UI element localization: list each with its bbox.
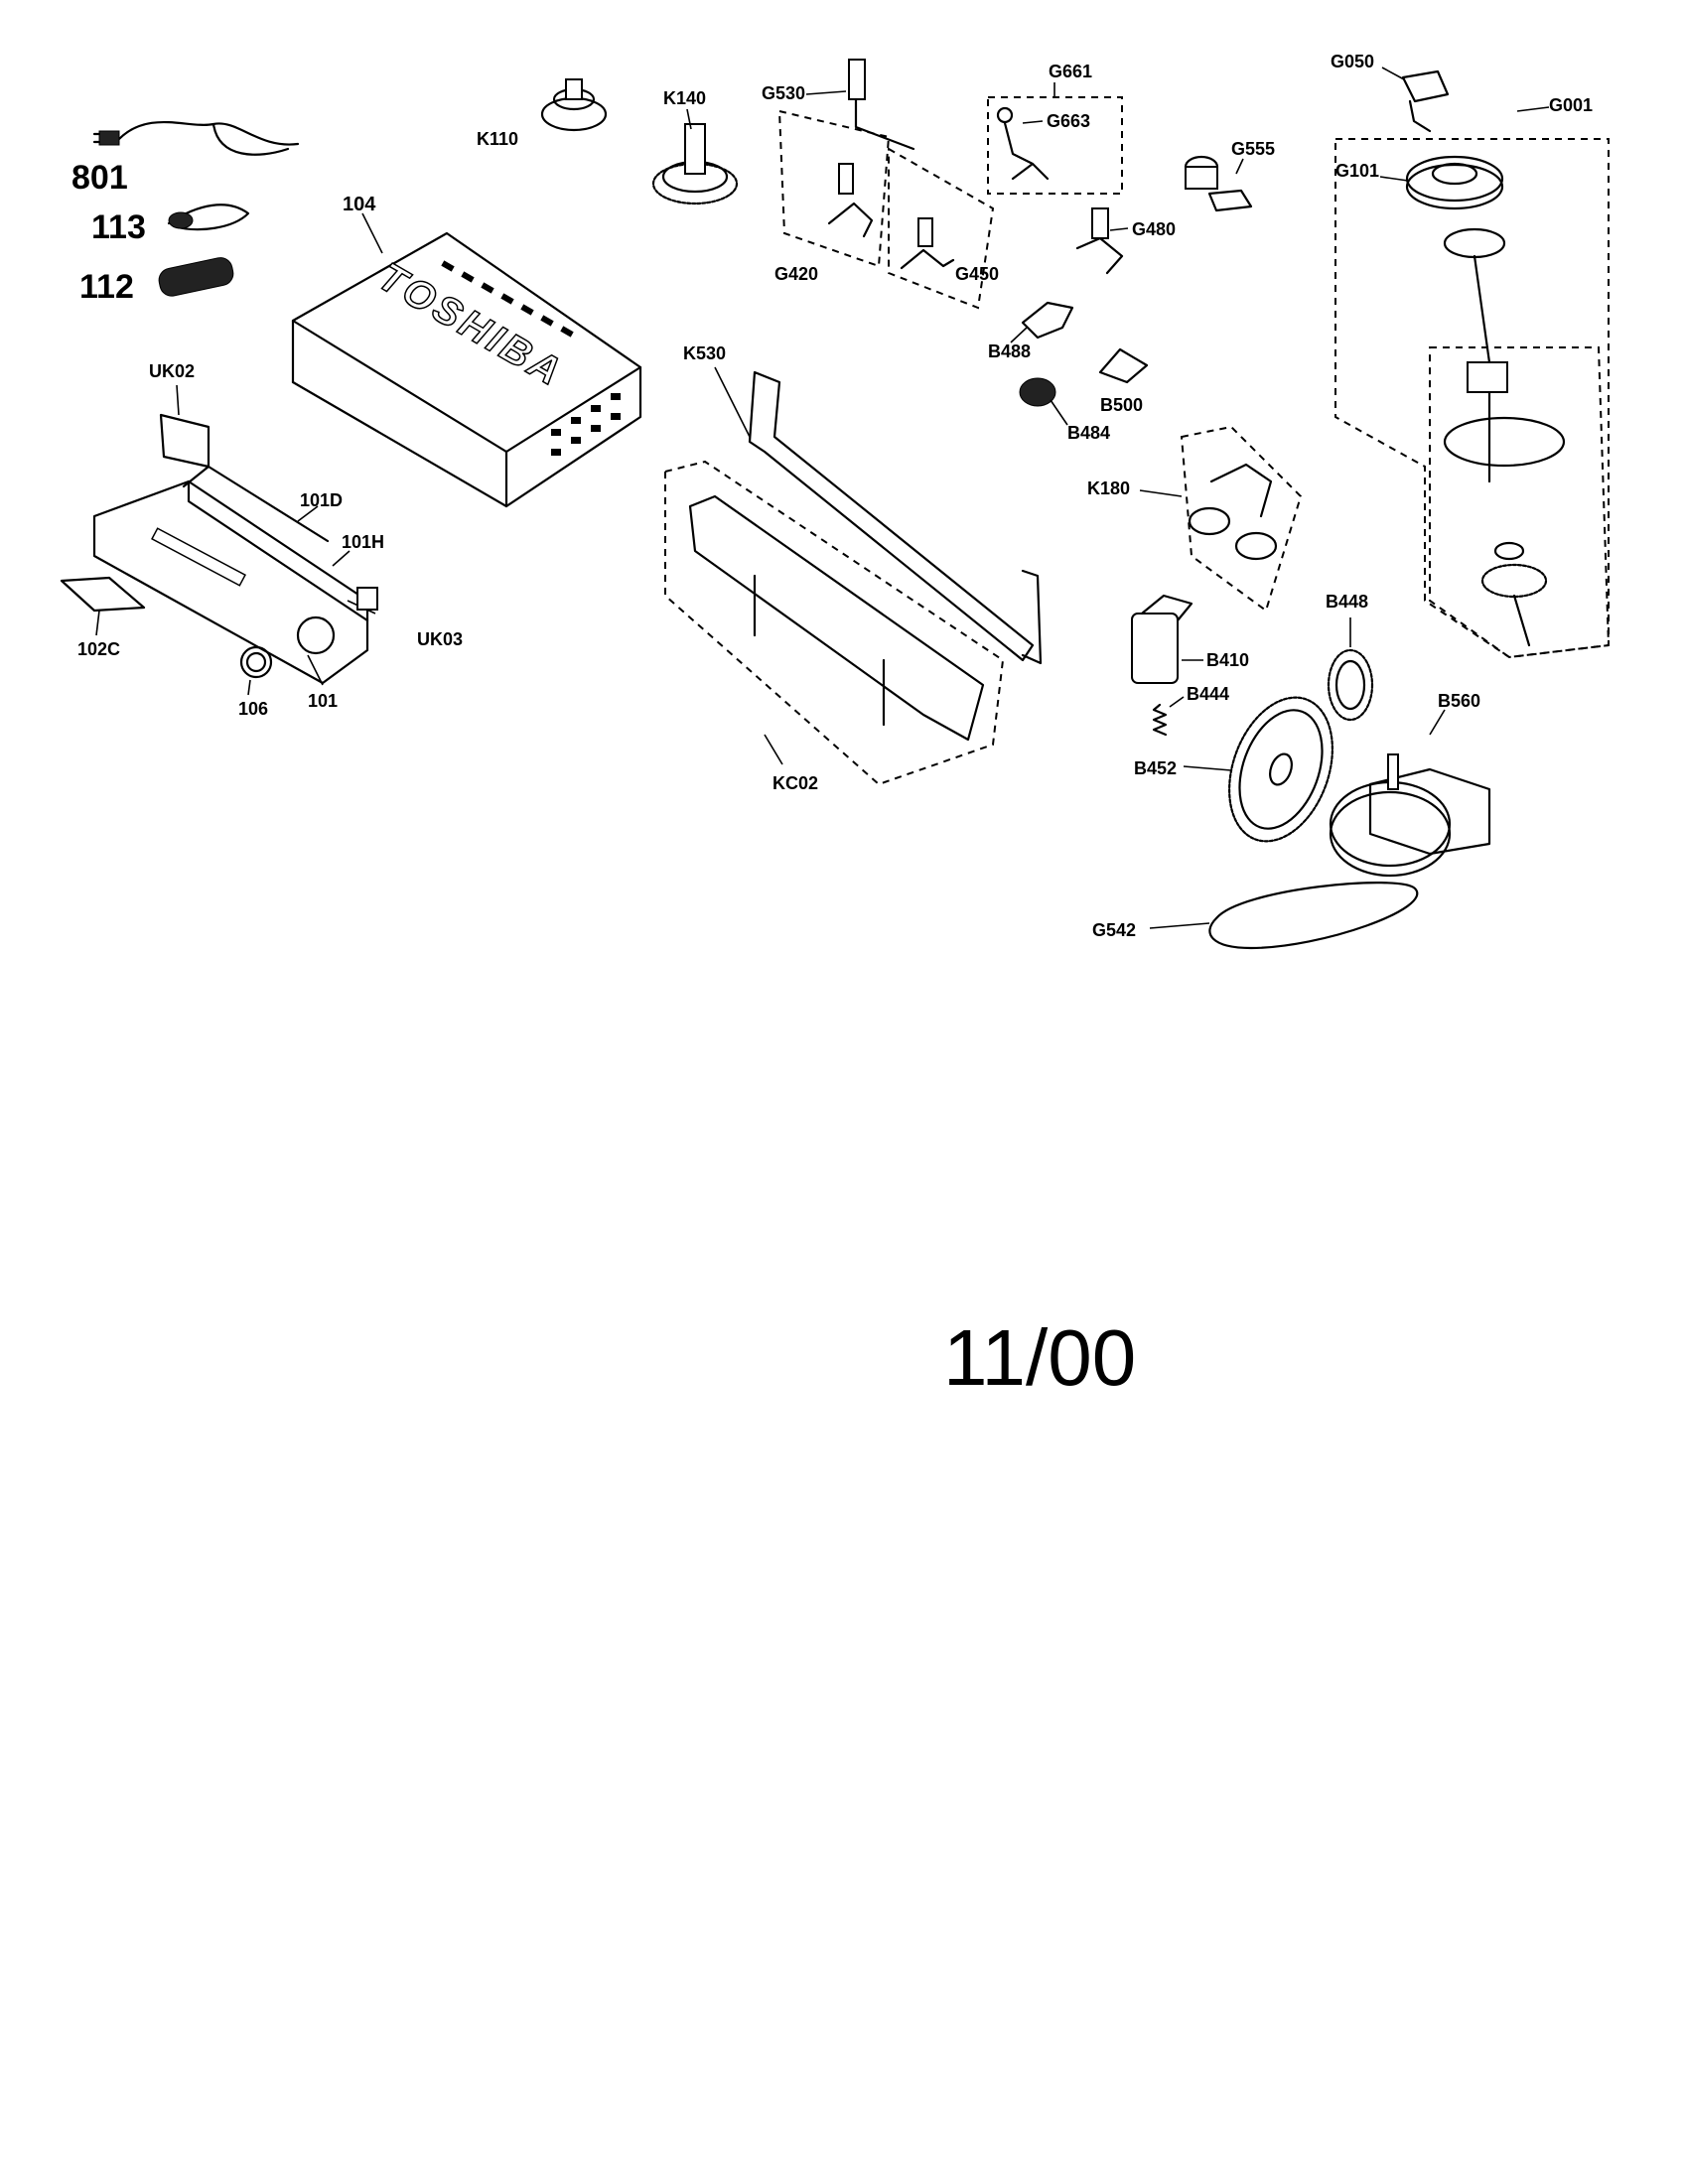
label-b500: B500 [1100, 395, 1143, 415]
spring-b444 [1152, 703, 1168, 737]
label-g450: G450 [955, 264, 999, 284]
board-uk03 [356, 587, 378, 611]
guide-assembly-g661 [987, 96, 1123, 195]
lever-b488 [1021, 301, 1074, 340]
label-b488: B488 [988, 341, 1031, 361]
label-g001: G001 [1549, 95, 1593, 115]
label-g661: G661 [1049, 62, 1092, 81]
head-assembly-group-g420-g450 [777, 59, 995, 310]
label-106: 106 [238, 699, 268, 719]
guide-g480 [1075, 207, 1124, 275]
capstan-motor-b560 [1329, 753, 1491, 878]
label-k110: K110 [477, 129, 518, 149]
label-k530: K530 [683, 343, 726, 363]
reel-assembly-k180 [1180, 425, 1303, 613]
label-b448: B448 [1326, 592, 1368, 612]
frame-kc02 [664, 460, 1005, 786]
label-b452: B452 [1134, 758, 1177, 778]
label-b444: B444 [1187, 684, 1229, 704]
label-101d: 101D [300, 490, 343, 510]
label-b410: B410 [1206, 650, 1249, 670]
label-101: 101 [308, 691, 338, 711]
label-g420: G420 [774, 264, 818, 284]
power-cord-801 [92, 120, 300, 156]
head-g050 [1401, 69, 1450, 133]
gear-b484 [1019, 377, 1056, 407]
front-panel-101 [92, 465, 369, 685]
drum-assembly-g001 [1334, 138, 1611, 659]
belt-g542 [1208, 882, 1419, 950]
label-113: 113 [91, 208, 146, 246]
label-b560: B560 [1438, 691, 1480, 711]
top-cover-104: TOSHIBA [291, 231, 642, 508]
board-uk02 [159, 413, 210, 469]
remote-112 [158, 257, 234, 297]
label-801: 801 [71, 159, 128, 197]
label-101h: 101H [342, 532, 384, 552]
label-g480: G480 [1132, 219, 1176, 239]
label-104: 104 [343, 194, 376, 215]
motor-b410 [1131, 594, 1193, 684]
label-g101: G101 [1335, 161, 1379, 181]
label-g050: G050 [1331, 52, 1374, 71]
gear-b452 [1228, 696, 1333, 843]
label-g530: G530 [762, 83, 805, 103]
label-k140: K140 [663, 88, 706, 108]
label-uk03: UK03 [417, 629, 463, 649]
door-102c [60, 576, 146, 613]
label-g555: G555 [1231, 139, 1275, 159]
ring-106 [239, 645, 273, 679]
label-b484: B484 [1067, 423, 1110, 443]
lever-b500 [1098, 347, 1149, 384]
label-102c: 102C [77, 639, 120, 659]
cable-113 [167, 204, 250, 231]
label-112: 112 [79, 268, 134, 306]
roller-g555 [1184, 155, 1253, 212]
label-uk02: UK02 [149, 361, 195, 381]
gear-b448 [1327, 648, 1374, 722]
gear-k110 [540, 78, 608, 132]
label-kc02: KC02 [772, 773, 818, 793]
label-g542: G542 [1092, 920, 1136, 940]
label-g663: G663 [1047, 111, 1090, 131]
arm-k530 [748, 370, 1043, 665]
label-k180: K180 [1087, 478, 1130, 498]
gear-k140 [651, 123, 739, 205]
date-stamp: 11/00 [943, 1313, 1137, 1402]
